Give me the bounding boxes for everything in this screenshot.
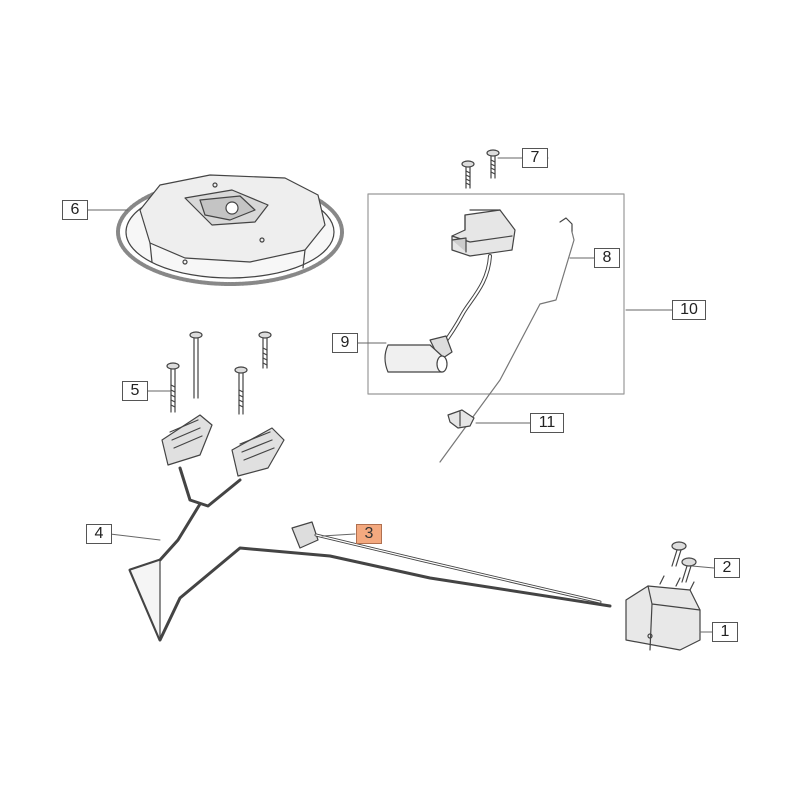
callout-2: 2: [714, 558, 740, 578]
callout-7: 7: [522, 148, 548, 168]
callout-6: 6: [62, 200, 88, 220]
callout-8: 8: [594, 248, 620, 268]
lead-part-3: [291, 521, 602, 604]
callout-10: 10: [672, 300, 706, 320]
callout-9: 9: [332, 333, 358, 353]
screw-part-2: [671, 541, 697, 583]
screw-part-7: [461, 149, 500, 189]
wire-clip-part: [447, 409, 475, 429]
callout-11: 11: [530, 413, 564, 433]
ignition-coil-part: [451, 209, 516, 257]
regulator-part: [625, 575, 701, 651]
wiring-harness-part: [128, 466, 612, 642]
callout-4: 4: [86, 524, 112, 544]
screw-part-5: [166, 331, 272, 415]
spark-plug-cap-part: [384, 254, 492, 373]
stop-wire-part: [439, 217, 575, 463]
flywheel-part: [116, 174, 344, 286]
callout-3-highlighted: 3: [356, 524, 382, 544]
callout-5: 5: [122, 381, 148, 401]
charging-coil-part: [161, 414, 285, 477]
ignition-group-frame: [367, 193, 625, 395]
callout-1: 1: [712, 622, 738, 642]
